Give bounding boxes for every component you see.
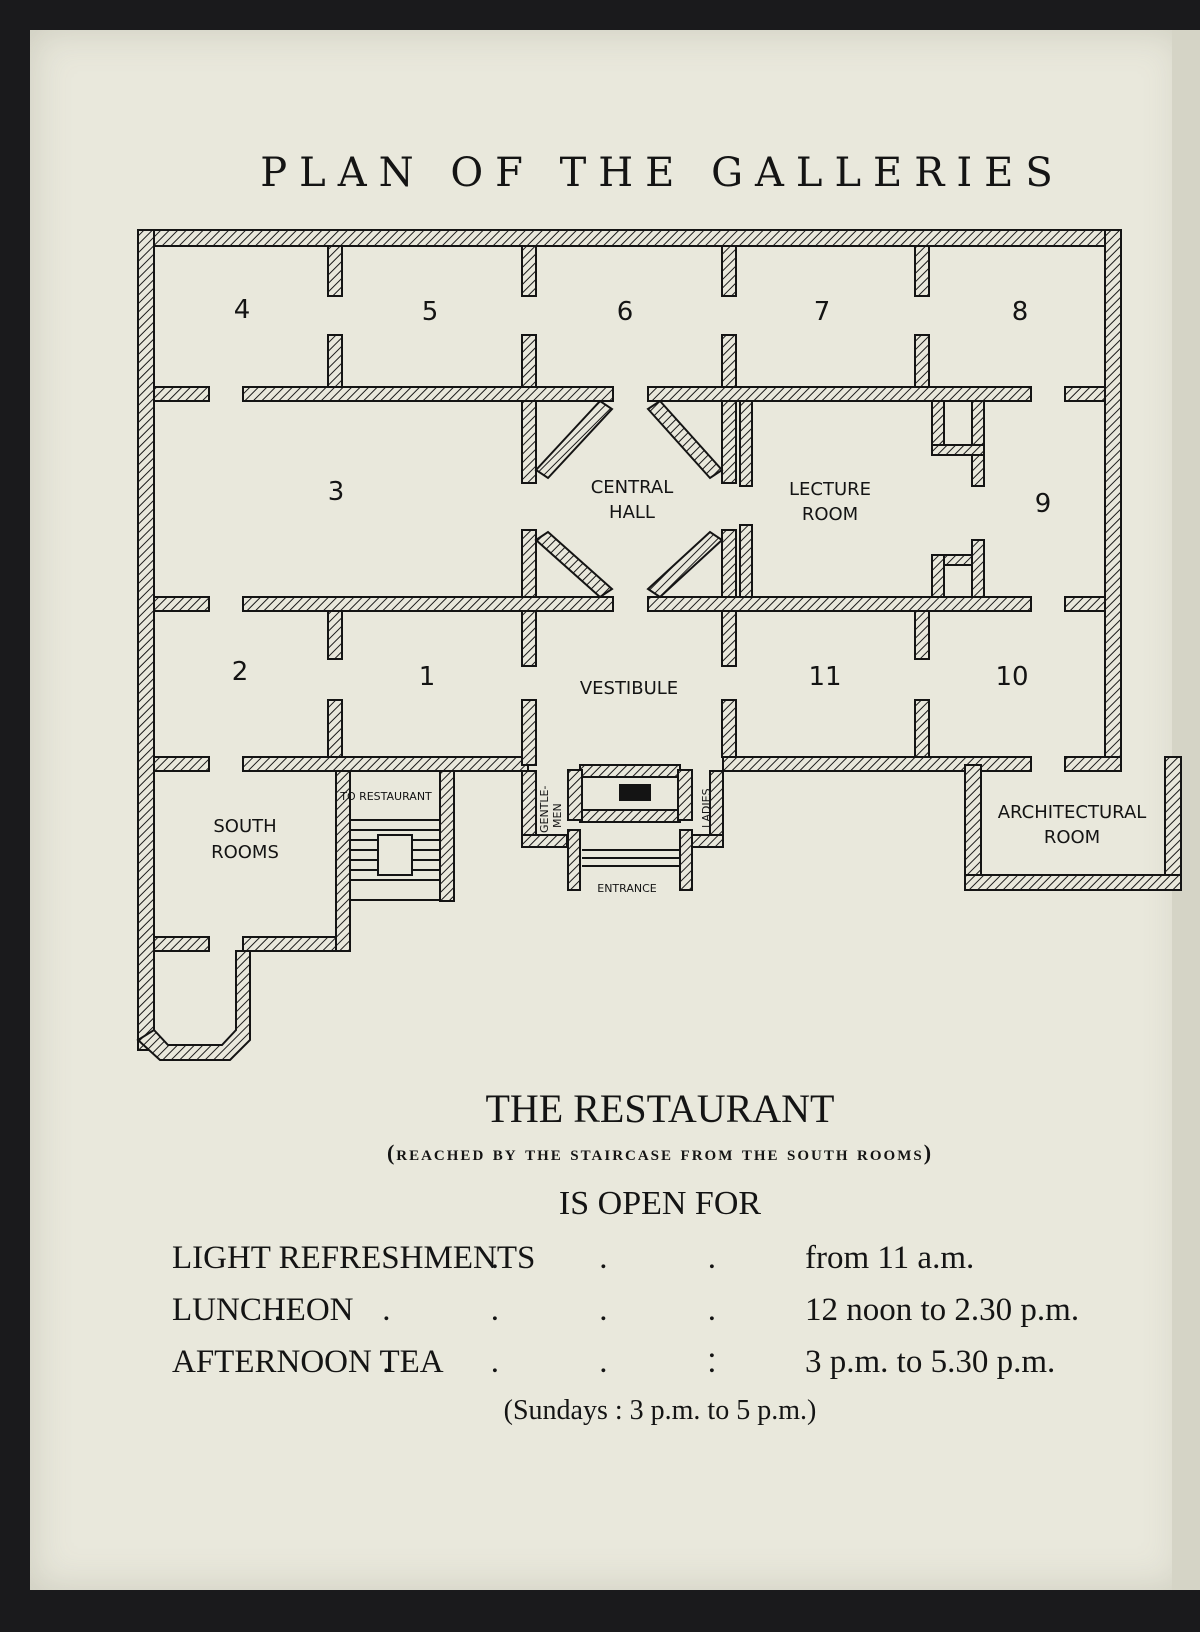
vestibule-label: VESTIBULE — [580, 678, 678, 699]
room-5-label: 5 — [422, 297, 439, 327]
room-7-label: 7 — [814, 297, 831, 327]
restaurant-subheading: (reached by the staircase from the south… — [386, 1140, 934, 1165]
meal-time: 3 p.m. to 5.30 p.m. — [805, 1344, 1056, 1380]
gallery-floor-plan: 4 5 6 7 8 3 9 2 1 11 10 CENTRAL HALL LEC… — [136, 229, 1182, 1061]
room-9-label: 9 — [1035, 489, 1052, 519]
room-1-label: 1 — [419, 662, 436, 692]
architectural-room-label-1: ARCHITECTURAL — [998, 802, 1147, 823]
hours-row: LIGHT REFRESHMENTS . . . from 11 a.m. — [172, 1240, 1132, 1292]
plan-title: PLAN OF THE GALLERIES — [260, 150, 1065, 196]
meal-name: AFTERNOON TEA — [172, 1344, 444, 1380]
meal-time: from 11 a.m. — [805, 1240, 975, 1276]
lecture-room-label-2: ROOM — [802, 504, 858, 525]
south-rooms-label-1: SOUTH — [213, 816, 276, 837]
meal-name: LIGHT REFRESHMENTS — [172, 1240, 536, 1276]
to-restaurant-label: TO RESTAURANT — [339, 790, 432, 803]
sunday-note: (Sundays : 3 p.m. to 5 p.m.) — [503, 1395, 817, 1426]
central-hall-label-2: HALL — [609, 502, 655, 523]
room-11-label: 11 — [808, 662, 841, 692]
entrance-steps — [582, 784, 680, 867]
room-3-label: 3 — [328, 477, 345, 507]
south-rooms-label-2: ROOMS — [211, 842, 279, 863]
restaurant-hours: LIGHT REFRESHMENTS . . . from 11 a.m. LU… — [172, 1240, 1132, 1396]
hours-row: LUNCHEON . . . . . . 12 noon to 2.30 p.m… — [172, 1292, 1132, 1365]
restaurant-open-for: IS OPEN FOR — [558, 1185, 762, 1222]
meal-name: LUNCHEON — [172, 1292, 354, 1328]
ladies-label: LADIES — [700, 788, 713, 828]
meal-time: 12 noon to 2.30 p.m. — [805, 1292, 1080, 1328]
leader-dots: . . . — [490, 1240, 762, 1276]
room-labels: 4 5 6 7 8 3 9 2 1 11 10 CENTRAL HALL LEC… — [211, 295, 1146, 895]
room-4-label: 4 — [234, 295, 251, 325]
room-10-label: 10 — [995, 662, 1028, 692]
gentlemen-label-1: GENTLE- — [538, 785, 551, 833]
room-8-label: 8 — [1012, 297, 1029, 327]
hours-row: AFTERNOON TEA . . . . 3 p.m. to 5.30 p.m… — [172, 1344, 1132, 1396]
restaurant-heading: THE RESTAURANT — [485, 1086, 835, 1131]
entrance-label: ENTRANCE — [597, 882, 657, 895]
lecture-room-label-1: LECTURE — [789, 479, 871, 500]
gentlemen-label-2: MEN — [551, 803, 564, 828]
staircase — [349, 819, 441, 901]
room-6-label: 6 — [617, 297, 634, 327]
plan-walls — [136, 229, 1182, 1061]
leader-dots: . . . . — [382, 1344, 762, 1380]
architectural-room-label-2: ROOM — [1044, 827, 1100, 848]
room-2-label: 2 — [232, 657, 249, 687]
central-hall-label-1: CENTRAL — [591, 477, 674, 498]
leader-dots: . . . . . . — [273, 1292, 762, 1365]
